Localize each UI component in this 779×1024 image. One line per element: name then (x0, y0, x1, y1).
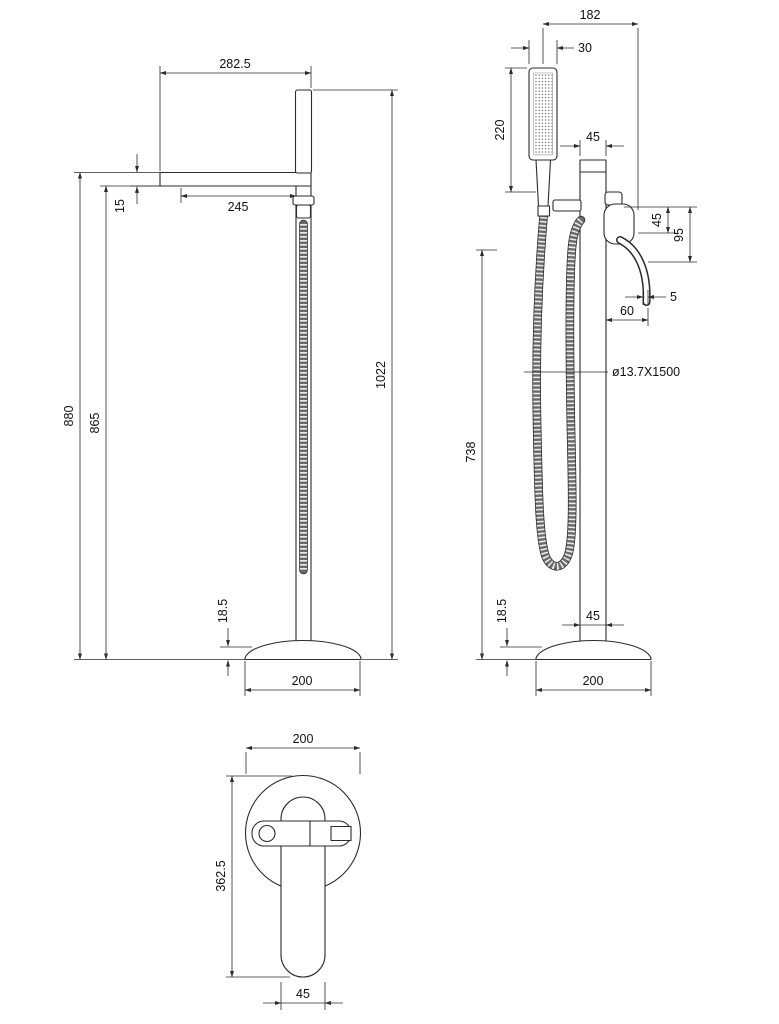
lever-handle-inner (617, 237, 650, 305)
handset-handle-side (535, 159, 552, 207)
top-view: 200 362.5 45 (214, 732, 362, 1010)
dim-front-base-thickness: 18.5 (216, 599, 252, 676)
front-view: 282.5 245 15 880 865 (62, 57, 398, 696)
dim-label-base-thickness: 18.5 (216, 599, 230, 623)
dim-label-handle-height-a: 45 (650, 213, 664, 227)
spout-front (159, 171, 312, 187)
dim-label-spout-width: 45 (296, 987, 310, 1001)
dim-front-spout-projection: 245 (180, 188, 297, 214)
dim-side-height-738: 738 (464, 249, 536, 660)
dim-label-base-diameter-top: 200 (293, 732, 314, 746)
dim-side-lever-offset: 5 (625, 290, 677, 305)
dim-front-height-880: 880 (62, 172, 245, 660)
dim-top-overall-projection: 362.5 (214, 775, 292, 978)
hose-nut-side (537, 205, 551, 217)
dim-label-height-865: 865 (88, 413, 102, 434)
dim-top-base-diameter: 200 (245, 732, 361, 774)
dim-label-handset-length: 220 (493, 120, 507, 141)
dim-label-column-width-bottom: 45 (586, 609, 600, 623)
dim-label-spout-thickness: 15 (113, 199, 127, 213)
side-view: 182 30 220 45 (464, 8, 697, 696)
hose-side-braid (533, 216, 584, 570)
dim-label-handset-width: 30 (578, 41, 592, 55)
dim-side-handle-heights: 45 95 (624, 206, 697, 263)
hose-nut-front (292, 195, 315, 206)
handset-bracket (552, 199, 582, 212)
dim-label-handle-height-b: 95 (672, 228, 686, 242)
dim-label-handset-offset: 182 (580, 8, 601, 22)
diverter-knob (604, 191, 623, 206)
dim-top-spout-width: 45 (263, 982, 343, 1010)
riser-column-side (579, 159, 607, 643)
hose-spec-label: ø13.7X1500 (612, 365, 680, 379)
base-side (535, 639, 652, 661)
dim-label-lever-offset: 5 (670, 290, 677, 304)
lever-tip-detail (330, 825, 352, 842)
handset-spray-face (533, 72, 553, 156)
dim-label-spout-projection: 245 (228, 200, 249, 214)
valve-body (603, 203, 635, 245)
dim-label-column-width-top: 45 (586, 130, 600, 144)
dim-front-base-diameter: 200 (244, 661, 361, 696)
dim-side-handset-length: 220 (493, 67, 536, 193)
dim-side-column-width-bottom: 45 (562, 609, 624, 628)
dim-front-height-865: 865 (88, 185, 160, 660)
dim-label-lever-reach: 60 (620, 304, 634, 318)
dim-front-overall-height: 1022 (313, 89, 398, 660)
dim-label-base-thickness-side: 18.5 (495, 599, 509, 623)
hose-spec-callout: ø13.7X1500 (524, 365, 680, 379)
dim-side-base-diameter: 200 (535, 661, 652, 696)
dim-label-overall-height: 1022 (374, 361, 388, 389)
base-front (244, 639, 362, 661)
dim-label-spout-reach: 282.5 (219, 57, 250, 71)
dim-side-lever-reach: 60 (605, 304, 649, 326)
dim-side-handset-offset: 182 (542, 8, 639, 210)
dim-side-handset-width: 30 (511, 40, 592, 64)
lever-pivot-top (258, 824, 276, 843)
dim-label-height-880: 880 (62, 406, 76, 427)
dim-label-height-738: 738 (464, 442, 478, 463)
dim-label-overall-projection: 362.5 (214, 860, 228, 891)
handset-front (294, 89, 313, 174)
hose-elbow-front (295, 204, 312, 219)
dim-front-spout-reach: 282.5 (159, 57, 312, 171)
dim-label-base-diameter: 200 (292, 674, 313, 688)
dim-label-base-diameter-side: 200 (583, 674, 604, 688)
dim-side-column-width-top: 45 (560, 130, 624, 156)
dim-side-base-thickness: 18.5 (495, 599, 542, 676)
